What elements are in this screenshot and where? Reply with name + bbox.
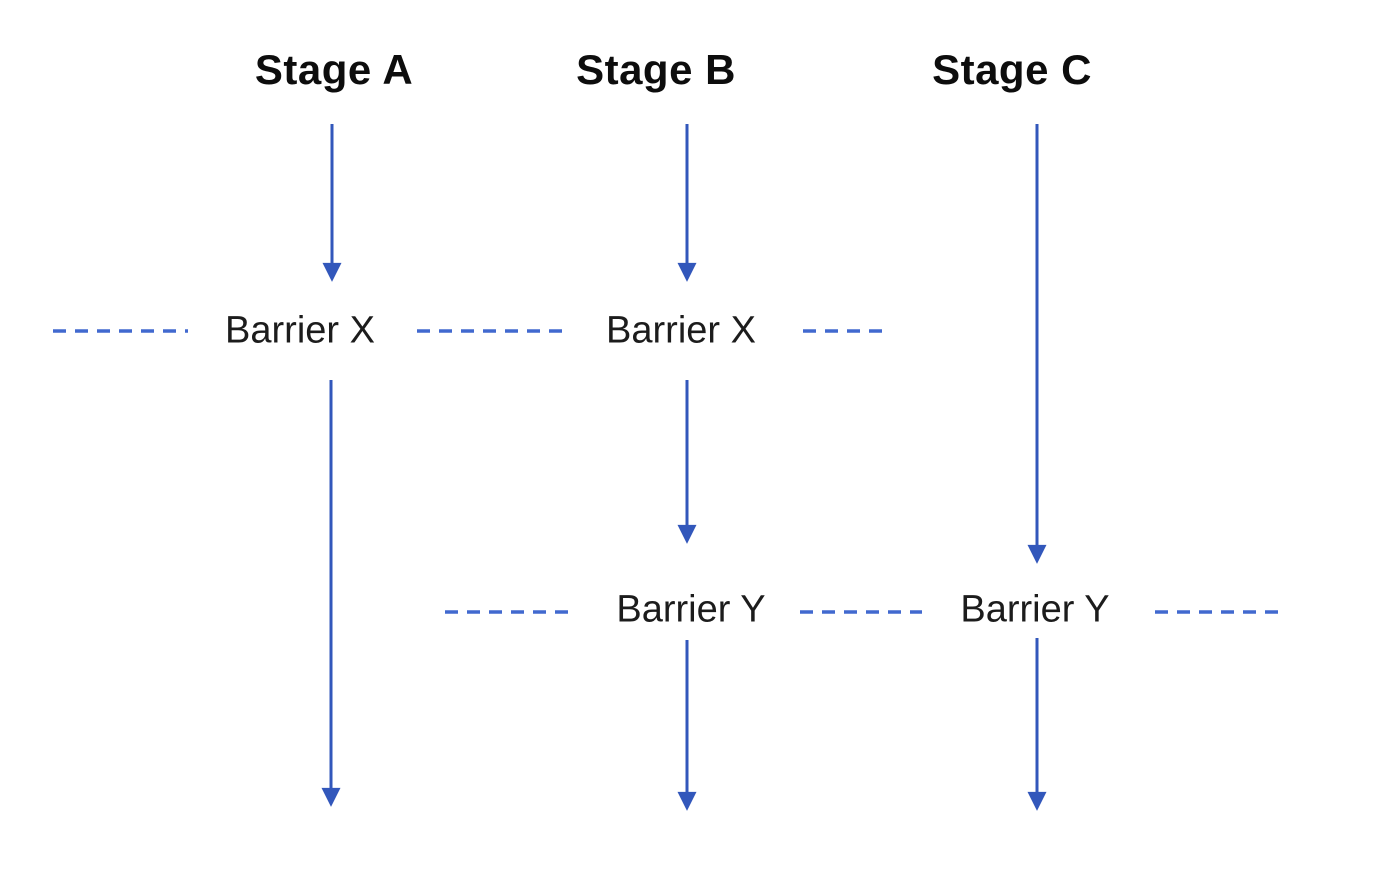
stage-c-title: Stage C [932, 46, 1092, 93]
stage-b-title: Stage B [576, 46, 736, 93]
stage-a-title: Stage A [254, 46, 414, 93]
barrier-y-label-stage-b: Barrier Y [610, 588, 772, 632]
barrier-x-label-stage-a: Barrier X [219, 309, 381, 353]
barrier-x-label-stage-b: Barrier X [600, 309, 762, 353]
barrier-y-label-stage-c: Barrier Y [954, 588, 1116, 632]
